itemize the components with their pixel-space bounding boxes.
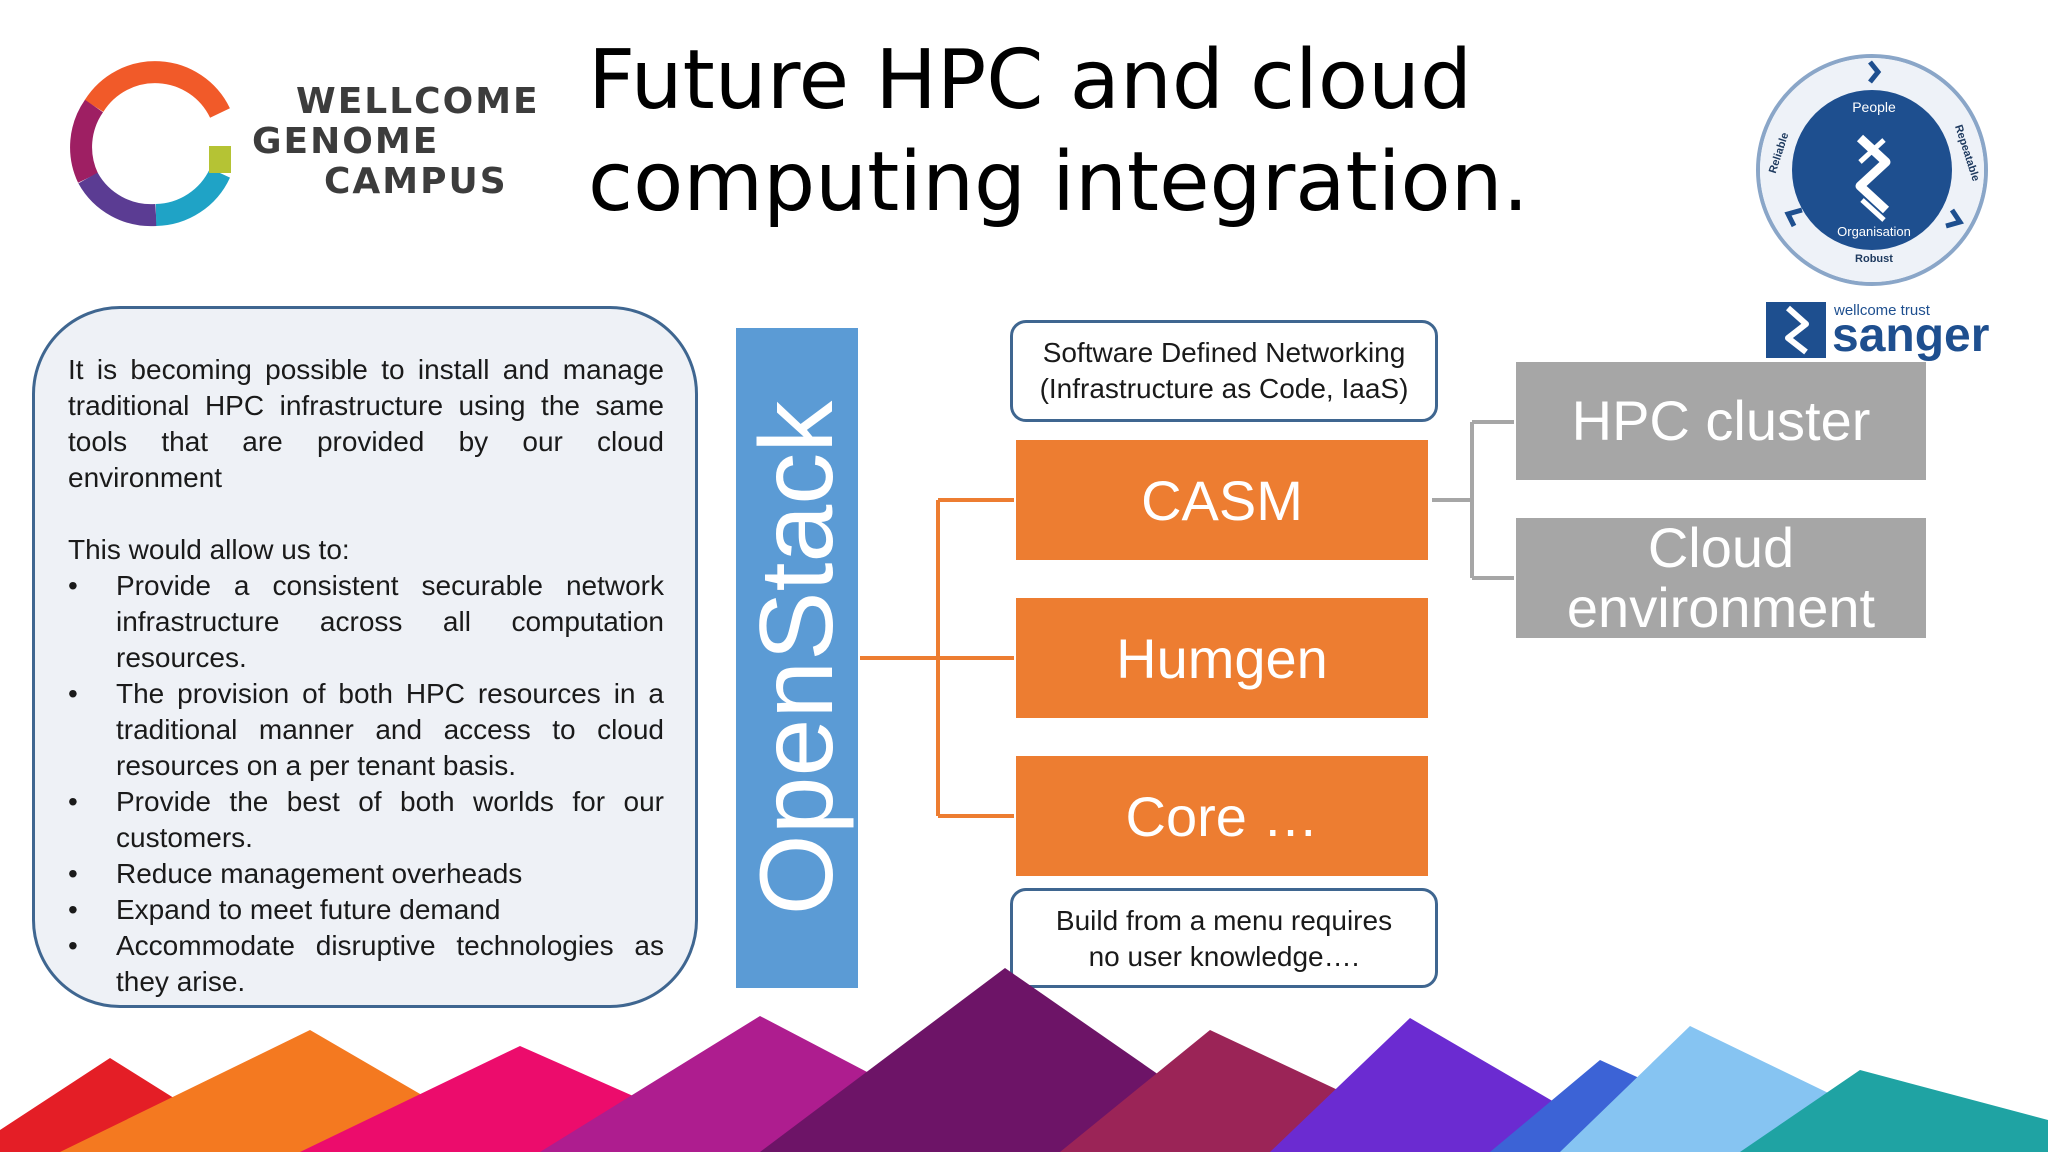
bullet-icon: • <box>68 786 78 817</box>
bullet-icon: • <box>68 894 78 925</box>
info-bullet-text: Provide the best of both worlds for our … <box>116 786 664 853</box>
decorative-mountains <box>0 968 2048 1152</box>
info-bullet: • Accommodate disruptive technologies as … <box>68 928 664 1000</box>
info-intro: It is becoming possible to install and m… <box>68 354 664 493</box>
casm-box: CASM <box>1016 440 1428 560</box>
slide-title-line-1: Future HPC and cloud <box>588 33 1473 128</box>
info-bullet-text: Accommodate disruptive technologies as t… <box>116 930 664 997</box>
openstack-bar <box>736 328 858 988</box>
campus-logo-line-3: CAMPUS <box>324 161 508 202</box>
bullet-icon: • <box>68 678 78 709</box>
cloud-environment-box: Cloud environment <box>1516 518 1926 638</box>
sanger-logo-small-text: wellcome trust <box>1834 302 1930 319</box>
hpc-cluster-box: HPC cluster <box>1516 362 1926 480</box>
cloud-environment-line-2: environment <box>1566 576 1876 639</box>
bullet-icon: • <box>68 930 78 961</box>
badge-word-robust: Robust <box>1855 253 1893 265</box>
info-bullet: • Provide a consistent securable network … <box>68 568 664 676</box>
humgen-box: Humgen <box>1016 598 1428 718</box>
info-bullet: • The provision of both HPC resources in … <box>68 676 664 784</box>
sanger-helix-icon <box>1766 302 1826 358</box>
sdn-note-line-1: Software Defined Networking <box>1042 337 1406 368</box>
slide-title: Future HPC and cloud computing integrati… <box>588 30 1588 234</box>
bullet-icon: • <box>68 858 78 889</box>
menu-note-line-1: Build from a menu requires <box>1055 905 1393 936</box>
info-bullet-text: The provision of both HPC resources in a… <box>116 678 664 781</box>
info-panel <box>32 306 698 1008</box>
sanger-logo-name: sanger <box>1832 309 1990 362</box>
cloud-environment-label: Cloud environment <box>1567 518 1875 638</box>
core-label: Core … <box>1125 784 1319 848</box>
wellcome-genome-campus-ring-logo <box>70 61 231 227</box>
info-allow-heading: This would allow us to: <box>68 534 350 565</box>
bullet-icon: • <box>68 570 78 601</box>
info-bullet: • Provide the best of both worlds for our… <box>68 784 664 856</box>
menu-note-line-2: no user knowledge…. <box>1088 941 1360 972</box>
openstack-label: OpenStack <box>739 400 855 916</box>
casm-connectors <box>1432 420 1514 580</box>
slide-title-line-2: computing integration. <box>588 135 1529 230</box>
info-bullet: • Expand to meet future demand <box>68 892 664 928</box>
sanger-values-badge-logo: People Repeatable Organisation Robust Re… <box>1756 54 1988 286</box>
campus-logo-line-1: WELLCOME <box>296 81 540 122</box>
wellcome-trust-sanger-logo: wellcome trust sanger <box>1766 302 1989 360</box>
casm-label: CASM <box>1141 468 1303 532</box>
campus-logo-line-2: GENOME <box>252 121 440 162</box>
info-bullet-text: Expand to meet future demand <box>116 894 501 925</box>
sdn-note: Software Defined Networking (Infrastruct… <box>1010 320 1438 422</box>
badge-word-people: People <box>1852 99 1896 115</box>
menu-note: Build from a menu requires no user knowl… <box>1010 888 1438 988</box>
info-bullet-list: • Provide a consistent securable network … <box>68 568 664 1000</box>
openstack-connectors <box>860 498 1014 818</box>
info-bullet-text: Reduce management overheads <box>116 858 523 889</box>
core-box: Core … <box>1016 756 1428 876</box>
badge-word-organisation: Organisation <box>1837 224 1911 239</box>
info-panel-text: It is becoming possible to install and m… <box>68 352 664 1000</box>
humgen-label: Humgen <box>1116 626 1328 690</box>
cloud-environment-line-1: Cloud <box>1647 516 1795 579</box>
info-bullet-text: Provide a consistent securable network i… <box>116 570 664 673</box>
sdn-note-line-2: (Infrastructure as Code, IaaS) <box>1039 373 1409 404</box>
info-bullet: • Reduce management overheads <box>68 856 664 892</box>
hpc-cluster-label: HPC cluster <box>1571 389 1871 452</box>
